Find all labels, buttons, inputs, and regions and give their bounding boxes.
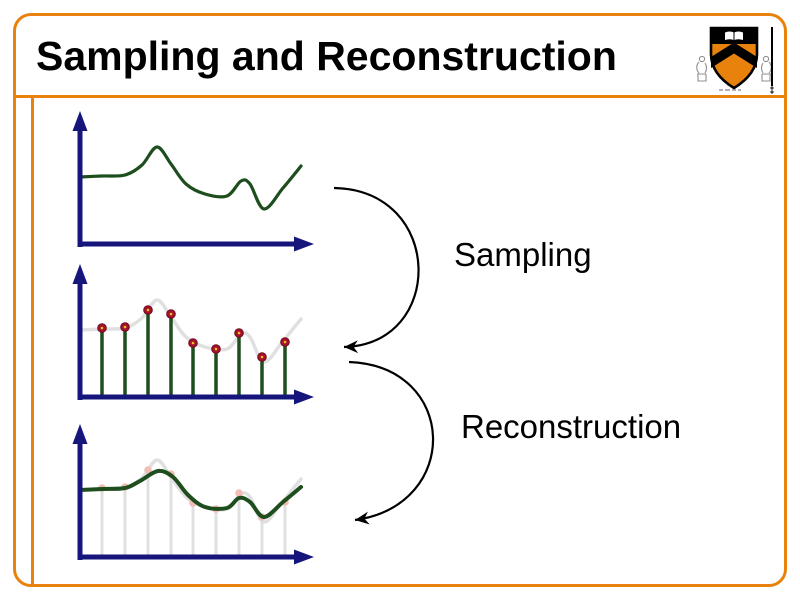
title-separator-line xyxy=(13,95,787,98)
continuous-signal-figure xyxy=(72,111,314,252)
sampled-signal-figure xyxy=(72,264,314,405)
logo-footnote-mark xyxy=(770,86,774,94)
logo-separator-line xyxy=(771,27,773,86)
sampling-arrow xyxy=(333,186,420,354)
reconstruction-label: Reconstruction xyxy=(461,408,682,445)
reconstruction-arrow xyxy=(348,360,435,525)
sampling-label: Sampling xyxy=(454,236,592,273)
chevron-glyph xyxy=(711,42,757,68)
slide-title: Sampling and Reconstruction xyxy=(36,33,617,79)
shield-left-ornament xyxy=(696,55,708,82)
slide-border xyxy=(13,13,787,587)
princeton-shield-icon xyxy=(692,26,776,96)
left-margin-line xyxy=(31,97,34,587)
shield-body xyxy=(709,26,759,90)
open-book-glyph xyxy=(725,31,743,41)
reconstructed-signal-figure xyxy=(72,424,314,565)
